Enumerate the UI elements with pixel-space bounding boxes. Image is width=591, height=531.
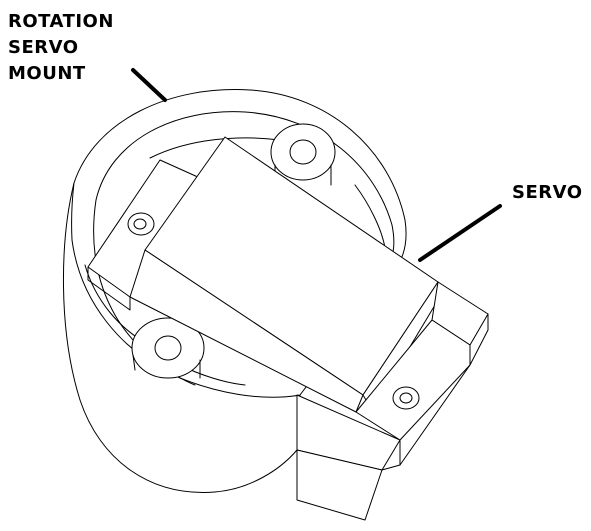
leader-rotation-mount [131, 68, 167, 102]
label-line-3: MOUNT [8, 63, 86, 84]
label-line-2: SERVO [8, 37, 79, 58]
leader-servo [418, 204, 502, 262]
mount-front-ledge-side [296, 449, 383, 521]
screw-boss-left [131, 317, 205, 379]
label-rotation-servo-mount: ROTATION SERVO MOUNT [8, 11, 114, 84]
flange-screw-right [392, 386, 420, 410]
label-servo: SERVO [512, 182, 583, 203]
servo-body [87, 136, 489, 471]
label-line-1: ROTATION [8, 11, 114, 32]
mount-recess-edge [149, 137, 281, 159]
flange-screw-left [127, 212, 155, 236]
servo-right-flange-front [355, 319, 471, 441]
mount-recess-edge-2 [354, 184, 386, 249]
